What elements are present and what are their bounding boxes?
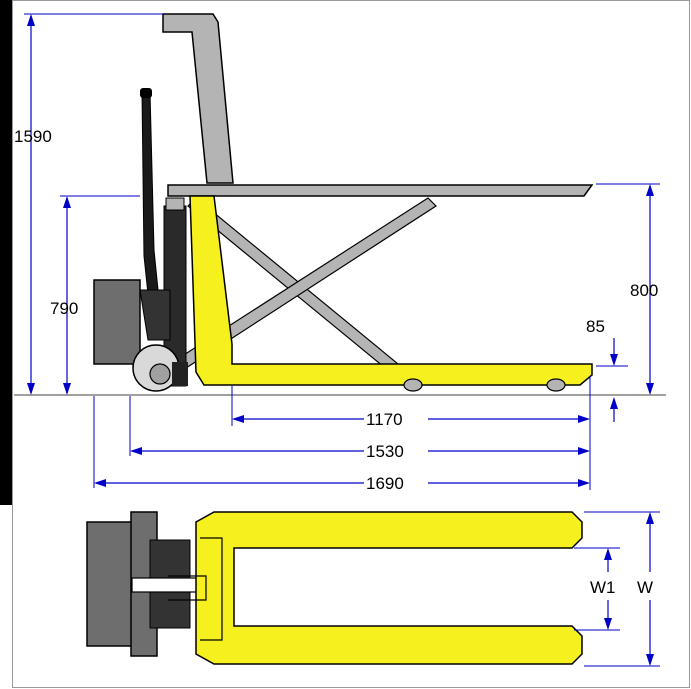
arrow-1690-left [94, 479, 106, 487]
cylinder-cap [165, 197, 185, 211]
arrow-800-top [646, 184, 654, 196]
arrow-w-bottom [646, 654, 654, 666]
arrow-85-top [610, 354, 618, 366]
top-view [86, 511, 583, 665]
power-unit [93, 279, 141, 365]
lift-platform [167, 184, 594, 197]
label-1590: 1590 [14, 127, 52, 146]
frame-border [12, 0, 690, 688]
chassis-hood [200, 537, 223, 641]
load-wheel-rear [403, 378, 423, 392]
load-wheel-front [546, 378, 566, 392]
handle-grip [140, 88, 152, 98]
arrow-1530-right [578, 447, 590, 455]
arrow-1690-right [578, 479, 590, 487]
mast [162, 13, 234, 184]
arrow-1170-right [578, 415, 590, 423]
arrow-800-bottom [646, 383, 654, 395]
arrow-85-bottom [610, 397, 618, 409]
chassis-side [189, 195, 593, 386]
arrow-1530-left [130, 447, 142, 455]
arrow-1590-top [27, 14, 35, 26]
arrow-w1-top [604, 548, 612, 560]
chassis-top [195, 511, 583, 665]
label-1690: 1690 [366, 474, 404, 493]
left-black-border [0, 0, 12, 505]
label-800: 800 [630, 281, 658, 300]
handle-pivot [168, 575, 207, 601]
arrow-1170-left [232, 415, 244, 423]
label-w: W [637, 578, 653, 597]
arrow-w1-bottom [604, 618, 612, 630]
arrow-790-top [63, 196, 71, 208]
handle-linkage [139, 289, 171, 341]
side-view [14, 13, 666, 396]
dimension-labels: 1590 790 800 85 1170 1530 1690 W1 W [14, 127, 658, 597]
wheel-fork [172, 362, 188, 386]
label-w1: W1 [590, 578, 616, 597]
dimension-lines [24, 13, 660, 667]
label-1170: 1170 [366, 410, 403, 429]
arrow-790-bottom [63, 383, 71, 395]
label-1530: 1530 [366, 442, 404, 461]
arrow-w-top [646, 512, 654, 524]
arrow-1590-bottom [27, 383, 35, 395]
steer-wheel-hub [149, 363, 171, 385]
label-85: 85 [586, 317, 605, 336]
label-790: 790 [50, 299, 78, 318]
